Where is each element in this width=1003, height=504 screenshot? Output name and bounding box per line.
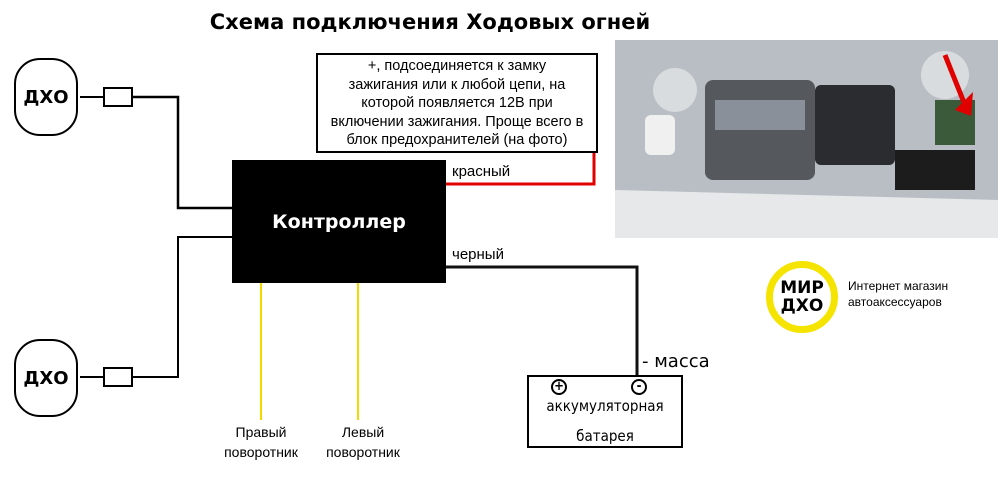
note-line: включении зажигания. Проще всего в (330, 113, 584, 130)
label-line: поворотник (326, 444, 400, 460)
label-line: поворотник (224, 444, 298, 460)
diagram-title: Схема подключения Ходовых огней (209, 10, 651, 34)
note-line: зажигания или к любой цепи, на (348, 76, 566, 93)
logo: МИР ДХО (766, 261, 838, 333)
drl-bottom: ДХО (14, 339, 78, 417)
ground-label: - масса (642, 351, 710, 372)
label-line: Левый (341, 424, 385, 440)
battery-label-1: аккумуляторная (546, 397, 664, 415)
battery-label-2: батарея (576, 427, 634, 445)
controller: Контроллер (232, 160, 446, 283)
plus-terminal-icon: + (551, 379, 567, 395)
left-turn-label: Левый поворотник (308, 422, 418, 462)
tagline-line: автоаксессуаров (848, 295, 942, 309)
black-wire-label: черный (452, 246, 504, 263)
connector-top (103, 87, 133, 107)
logo-text: ДХО (780, 296, 824, 316)
note-line: которой появляется 12В при (361, 95, 553, 111)
logo-text: МИР (780, 278, 824, 298)
drl-top: ДХО (14, 58, 78, 136)
minus-terminal-icon: - (631, 379, 647, 395)
wire-drl-top-to-controller (133, 95, 232, 210)
battery: + - аккумуляторная батарея (527, 375, 683, 448)
note-line: +, подсоединяется к замку (367, 58, 547, 74)
connector-bottom (103, 367, 133, 387)
wire-black (446, 265, 639, 375)
engine-illustration (615, 40, 998, 238)
wire-drl-bottom-to-controller (133, 236, 232, 378)
tagline-line: Интернет магазин (848, 279, 949, 293)
label-line: Правый (235, 424, 287, 440)
right-turn-label: Правый поворотник (206, 422, 316, 462)
red-wire-label: красный (452, 163, 511, 180)
ignition-note: +, подсоединяется к замку зажигания или … (316, 53, 598, 153)
note-line: блок предохранителей (на фото) (346, 132, 568, 148)
engine-bay-photo (615, 40, 998, 238)
wire-red (446, 153, 596, 186)
shop-tagline: Интернет магазин автоаксессуаров (848, 278, 948, 310)
